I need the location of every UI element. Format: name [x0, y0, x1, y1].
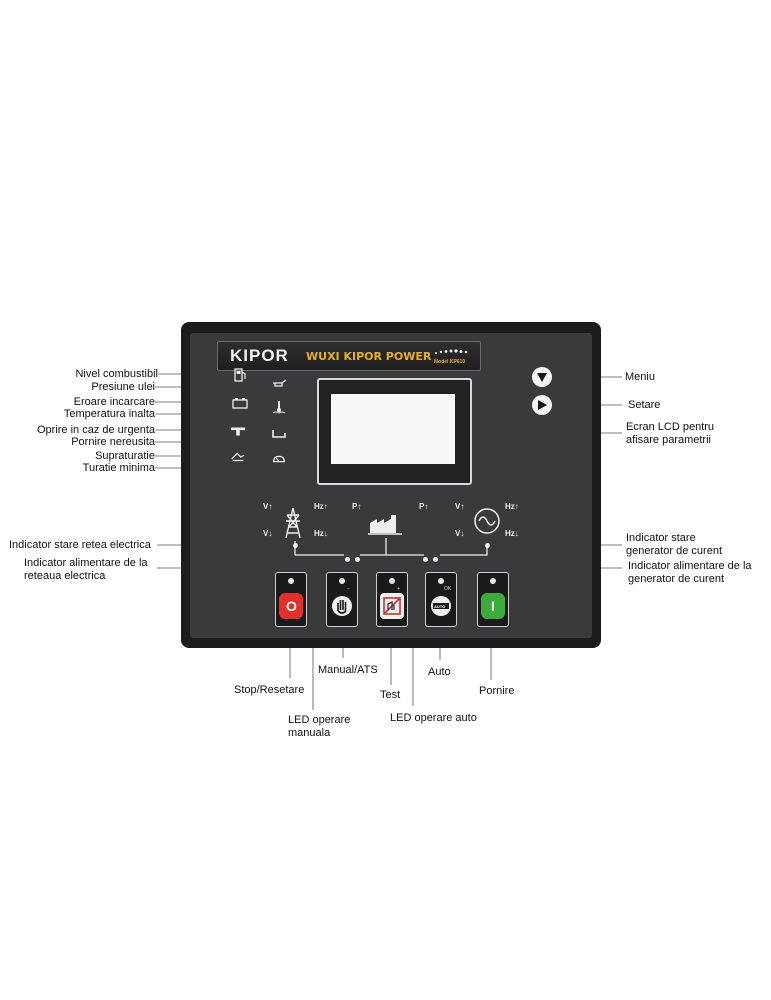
mains-supply-led [345, 557, 350, 562]
label-test: Test [380, 689, 401, 701]
label-mains-supply-line2: reteaua electrica [24, 570, 106, 582]
label-gen-status-line2: generator de curent [626, 545, 723, 557]
gen-p-up: P↑ [419, 502, 429, 511]
mains-hz-up: Hz↑ [314, 502, 328, 511]
gen-v-down: V↓ [455, 529, 465, 538]
minus-symbol: − [347, 586, 350, 592]
generator-sine-icon [474, 508, 500, 534]
gen-hz-down: Hz↓ [505, 529, 519, 538]
battery-icon [232, 398, 248, 409]
test-led [389, 578, 395, 584]
start-cap: I [481, 593, 505, 619]
label-underspeed: Turatie minima [82, 462, 155, 474]
mains-status-led [293, 543, 298, 548]
label-menu: Meniu [625, 371, 655, 383]
mains-v-down: V↓ [263, 529, 273, 538]
label-led-manual-line1: LED operare [288, 714, 351, 726]
load-factory-icon [368, 515, 402, 535]
start-fail-icon [272, 430, 286, 438]
label-mains-status: Indicator stare retea electrica [9, 539, 151, 551]
label-mains-supply-line1: Indicator alimentare de la [24, 557, 148, 569]
label-high-temp: Temperatura inalta [63, 408, 155, 420]
manual-led [339, 578, 345, 584]
stop-led [288, 578, 294, 584]
stop-cap: O [279, 593, 303, 619]
setup-button[interactable] [532, 395, 552, 415]
manual-cap [330, 593, 354, 619]
triangle-right-icon [537, 400, 547, 410]
emergency-stop-icon [230, 427, 246, 436]
label-setup: Setare [628, 399, 661, 411]
test-key[interactable]: + [376, 572, 408, 627]
hand-icon [332, 596, 352, 616]
mains-supply-led-b [355, 557, 360, 562]
label-charge-fail: Eroare incarcare [73, 396, 155, 408]
model-number: Model KP610 [434, 359, 466, 365]
label-lcd-line1: Ecran LCD pentru [626, 421, 715, 433]
start-key[interactable]: I [477, 572, 509, 627]
auto-mode-icon [431, 596, 451, 616]
brand-logo: KIPOR [230, 346, 289, 365]
auto-symbol: AUTO [434, 604, 446, 609]
label-gen-supply-line1: Indicator alimentare de la [628, 560, 752, 572]
stop-symbol: O [286, 598, 297, 614]
auto-led [438, 578, 444, 584]
stop-reset-key[interactable]: O [275, 572, 307, 627]
label-start-fail: Pornire nereusita [71, 436, 155, 448]
label-start: Pornire [479, 685, 515, 697]
label-gen-supply-line2: generator de curent [628, 573, 725, 585]
overspeed-icon [231, 452, 245, 462]
label-overspeed: Supraturatie [95, 450, 155, 462]
gen-supply-led [423, 557, 428, 562]
auto-key[interactable]: OK AUTO [425, 572, 457, 627]
test-cap [380, 593, 404, 619]
label-led-auto: LED operare auto [390, 712, 477, 724]
swoosh-icon [435, 349, 468, 354]
start-symbol: I [491, 598, 495, 614]
fuel-pump-icon [234, 368, 246, 382]
mains-hz-down: Hz↓ [314, 529, 328, 538]
start-led [490, 578, 496, 584]
gen-supply-led-b [433, 557, 438, 562]
label-oil-pressure: Presiune ulei [91, 381, 155, 393]
label-led-manual-line2: manuala [288, 727, 331, 739]
mains-p-up: P↑ [352, 502, 362, 511]
ok-symbol: OK [444, 586, 452, 592]
gen-status-led [485, 543, 490, 548]
menu-button[interactable] [532, 367, 552, 387]
label-auto: Auto [428, 666, 451, 678]
label-fuel-level: Nivel combustibil [75, 368, 158, 380]
auto-cap: AUTO [429, 593, 453, 619]
mains-v-up: V↑ [263, 502, 273, 511]
plus-symbol: + [397, 586, 400, 592]
label-stop-reset: Stop/Resetare [234, 684, 305, 696]
underspeed-icon [273, 455, 285, 463]
manual-ats-key[interactable]: − [326, 572, 358, 627]
triangle-down-icon [537, 372, 547, 382]
gen-hz-up: Hz↑ [505, 502, 519, 511]
oil-can-icon [273, 379, 287, 387]
label-emergency-stop: Oprire in caz de urgenta [36, 424, 155, 436]
label-manual-ats: Manual/ATS [318, 664, 378, 676]
thermometer-icon [272, 401, 286, 414]
gen-v-up: V↑ [455, 502, 465, 511]
power-tower-icon [285, 507, 301, 539]
lcd-screen [331, 394, 455, 464]
label-gen-status-line1: Indicator stare [626, 532, 696, 544]
label-lcd-line2: afisare parametrii [626, 434, 711, 446]
company-name: WUXI KIPOR POWER [306, 350, 432, 363]
brand-plate: KIPOR WUXI KIPOR POWER Model KP610 [217, 341, 481, 371]
test-load-icon [383, 597, 401, 615]
